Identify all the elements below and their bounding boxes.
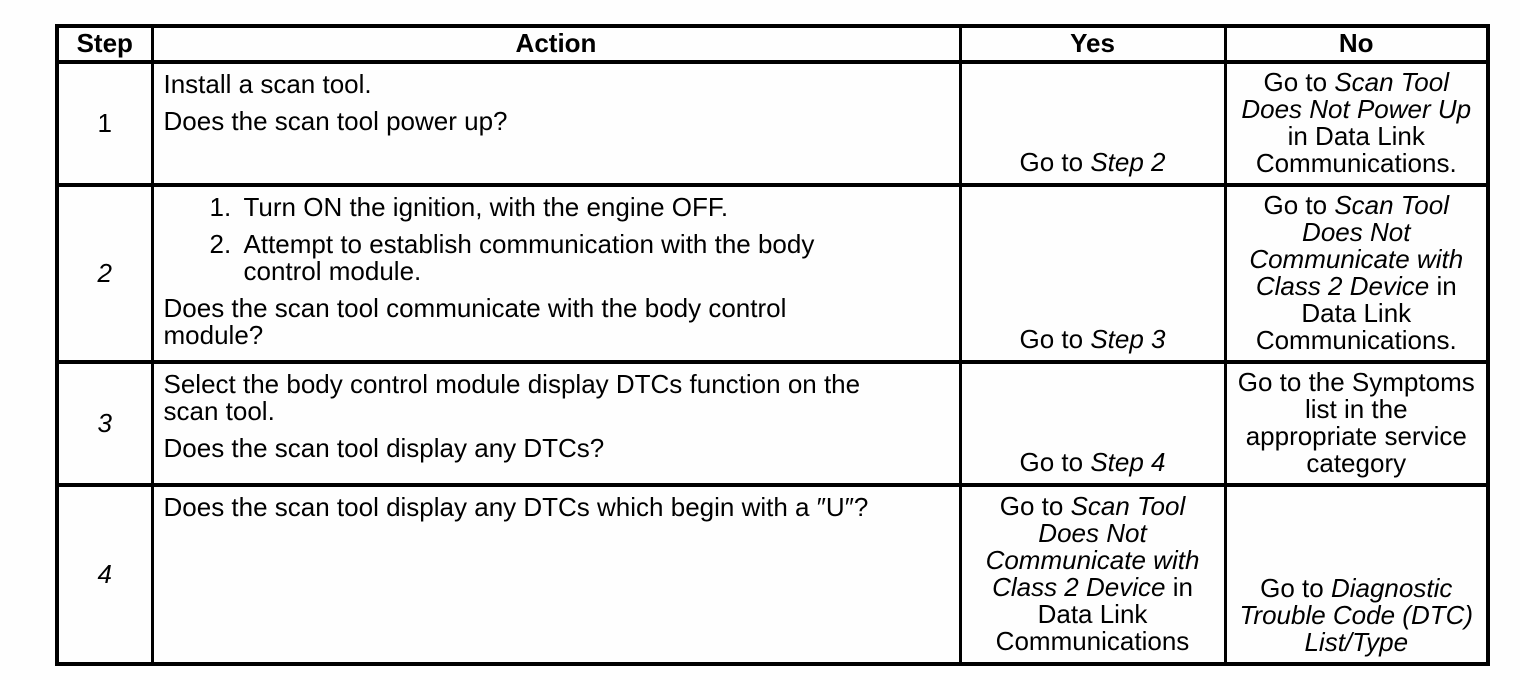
action-list-item: 1. Turn ON the ignition, with the engine … xyxy=(164,194,949,221)
action-list-item: 2. Attempt to establish communication wit… xyxy=(164,231,949,285)
table-body: 1 Install a scan tool. Does the scan tool … xyxy=(55,60,1490,666)
goto-text: in Data Link Communications. xyxy=(1255,121,1457,178)
table-cell-no: Go to Diagnostic Trouble Code (DTC) List… xyxy=(1223,483,1490,666)
reference-title: Step 3 xyxy=(1090,324,1166,354)
goto-reference: Go to the Symptoms list in the appropria… xyxy=(1238,367,1475,478)
list-item-text: Turn ON the ignition, with the engine OF… xyxy=(243,192,729,222)
table-cell-step: 2 xyxy=(55,183,154,364)
list-item-text: Attempt to establish communication with … xyxy=(243,229,815,286)
table-cell-yes: Go to Step 2 xyxy=(958,60,1227,187)
column-header-action: Action xyxy=(150,24,962,64)
action-paragraph: Select the body control module display D… xyxy=(163,369,861,426)
table-header-row: Step Action Yes No xyxy=(55,24,1490,64)
action-paragraph: Does the scan tool power up? xyxy=(163,106,508,136)
action-paragraph: Does the scan tool display any DTCs? xyxy=(163,433,605,463)
table-cell-no: Go to the Symptoms list in the appropria… xyxy=(1223,360,1490,487)
goto-reference: Go to Step 3 xyxy=(1020,324,1166,354)
goto-reference: Go to Scan Tool Does Not Power Up in Dat… xyxy=(1241,67,1472,179)
reference-title: Diagnostic Trouble Code (DTC) List/Type xyxy=(1239,573,1474,657)
reference-title: Scan Tool Does Not Communicate with Clas… xyxy=(1249,190,1464,301)
goto-reference: Go to Step 4 xyxy=(1020,447,1166,477)
table-cell-yes: Go to Step 4 xyxy=(958,360,1227,487)
table-cell-yes: Go to Scan Tool Does Not Communicate wit… xyxy=(958,483,1227,666)
goto-reference: Go to Diagnostic Trouble Code (DTC) List… xyxy=(1239,573,1473,657)
goto-reference: Go to Scan Tool Does Not Communicate wit… xyxy=(986,491,1200,656)
action-paragraph: Does the scan tool communicate with the … xyxy=(163,293,787,350)
column-header-yes: Yes xyxy=(958,24,1227,64)
goto-reference: Go to Step 2 xyxy=(1020,147,1166,177)
goto-text: in Data Link Communications. xyxy=(1255,271,1457,355)
table-cell-yes: Go to Step 3 xyxy=(958,183,1227,364)
table-cell-action: Does the scan tool display any DTCs whic… xyxy=(150,483,962,666)
goto-reference: Go to Scan Tool Does Not Communicate wit… xyxy=(1249,190,1463,355)
goto-text: Go to xyxy=(1260,573,1331,603)
list-item-number: 2. xyxy=(209,229,232,259)
goto-text: Go to xyxy=(999,491,1071,521)
action-paragraph: Does the scan tool display any DTCs whic… xyxy=(163,492,869,522)
table-cell-step: 1 xyxy=(55,60,154,187)
goto-text: Go to xyxy=(1019,447,1091,477)
table-row: 4 Does the scan tool display any DTCs whi… xyxy=(55,483,1490,666)
table-row: 1 Install a scan tool. Does the scan tool … xyxy=(55,60,1490,187)
table-cell-action: Install a scan tool. Does the scan tool p… xyxy=(150,60,962,187)
list-item-number: 1. xyxy=(209,192,232,222)
reference-title: Step 4 xyxy=(1090,447,1166,477)
column-header-step: Step xyxy=(55,24,154,64)
reference-title: Step 2 xyxy=(1090,147,1166,177)
table-cell-step: 4 xyxy=(55,483,154,666)
table-cell-no: Go to Scan Tool Does Not Communicate wit… xyxy=(1223,183,1490,364)
table-row: 2 1. Turn ON the ignition, with the engine… xyxy=(55,183,1490,364)
goto-text: Go to xyxy=(1019,147,1091,177)
goto-text: in Data Link Communications xyxy=(995,572,1193,656)
goto-text: Go to the Symptoms list in the appropria… xyxy=(1237,367,1475,478)
goto-text: Go to xyxy=(1263,67,1335,97)
goto-text: Go to xyxy=(1019,324,1091,354)
table-cell-action: Select the body control module display D… xyxy=(150,360,962,487)
column-header-no: No xyxy=(1223,24,1490,64)
action-paragraph: Install a scan tool. xyxy=(163,69,372,99)
reference-title: Scan Tool Does Not Power Up xyxy=(1241,67,1472,124)
table-cell-no: Go to Scan Tool Does Not Power Up in Dat… xyxy=(1223,60,1490,187)
reference-title: Scan Tool Does Not Communicate with Clas… xyxy=(985,491,1200,602)
table-cell-action: 1. Turn ON the ignition, with the engine … xyxy=(150,183,962,364)
table-cell-step: 3 xyxy=(55,360,154,487)
goto-text: Go to xyxy=(1263,190,1335,220)
